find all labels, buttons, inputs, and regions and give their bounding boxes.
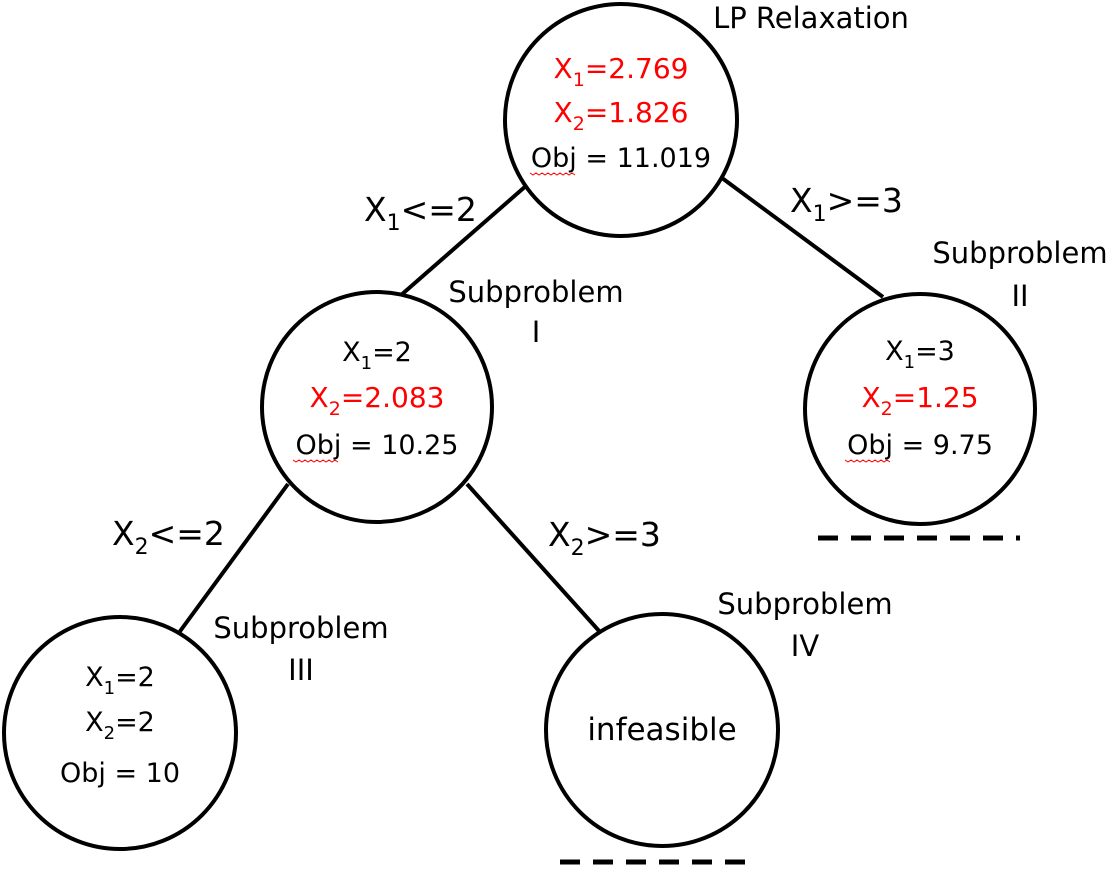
spellcheck-underline	[529, 172, 576, 176]
node-subproblem-3: Subproblem III X1=2 X2=2 Obj = 10	[2, 611, 389, 851]
edge-subproblem-1-to-subproblem-4	[465, 482, 602, 634]
node-numeral: IV	[791, 629, 820, 663]
node-title: Subproblem	[448, 275, 623, 309]
node-subproblem-4: Subproblem IV infeasible	[544, 587, 893, 865]
x1-value: X1=3	[885, 336, 955, 373]
node-title: LP Relaxation	[713, 1, 909, 35]
edge-root-to-subproblem-1	[398, 183, 529, 298]
node-numeral: I	[532, 315, 541, 349]
edge-root-to-subproblem-2	[720, 176, 885, 299]
objective-value: Obj = 10	[60, 758, 180, 789]
x2-value: X2=1.25	[861, 381, 978, 420]
node-lp-relaxation: LP Relaxation X1=2.769 X2=1.826 Obj = 11…	[503, 1, 909, 238]
node-numeral: III	[288, 653, 314, 687]
edge-label-x2-le-2: X2<=2	[112, 514, 225, 560]
edge-label-x1-le-2: X1<=2	[364, 190, 477, 236]
x1-value: X1=2.769	[554, 52, 689, 91]
node-subproblem-1: Subproblem I X1=2 X2=2.083 Obj = 10.25	[260, 275, 624, 524]
node-title: Subproblem	[717, 587, 892, 621]
objective-value: Obj = 9.75	[847, 430, 993, 461]
spellcheck-underline	[292, 459, 339, 463]
node-subproblem-2: Subproblem II X1=3 X2=1.25 Obj = 9.75	[803, 236, 1108, 541]
edge-subproblem-1-to-subproblem-3	[176, 482, 290, 636]
objective-value: Obj = 10.25	[296, 430, 459, 461]
infeasible-status: infeasible	[587, 712, 736, 748]
spellcheck-underline	[844, 459, 891, 463]
node-title: Subproblem	[213, 611, 388, 645]
edge-label-x2-ge-3: X2>=3	[548, 515, 661, 561]
x1-value: X1=2	[342, 337, 412, 374]
x2-value: X2=2.083	[310, 381, 445, 420]
x2-value: X2=2	[85, 707, 155, 744]
node-numeral: II	[1011, 279, 1028, 313]
x1-value: X1=2	[85, 662, 155, 699]
x2-value: X2=1.826	[554, 96, 689, 135]
node-title: Subproblem	[932, 236, 1107, 270]
objective-value: Obj = 11.019	[531, 143, 711, 174]
edge-label-x1-ge-3: X1>=3	[790, 181, 903, 227]
